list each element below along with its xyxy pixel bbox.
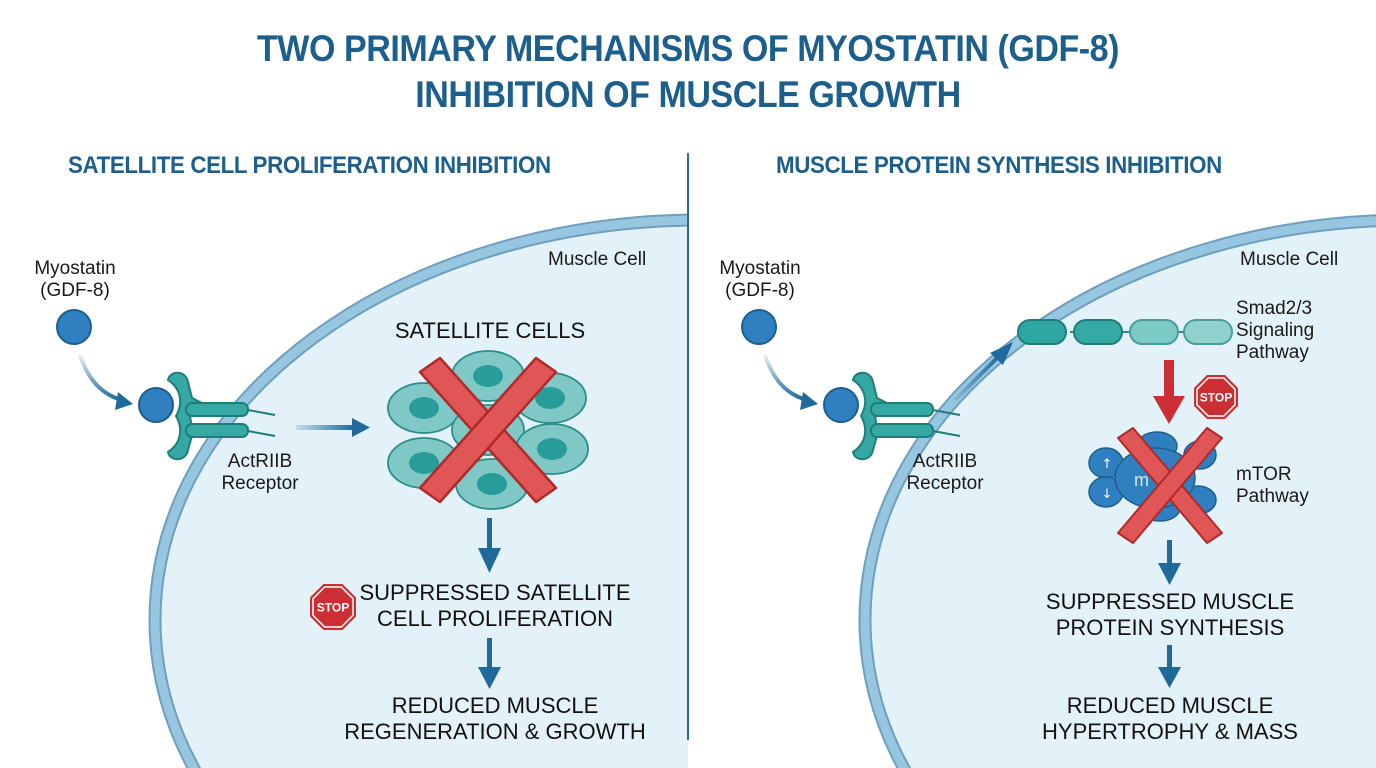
label-line: Pathway: [1236, 342, 1309, 363]
left-myostatin-ligand: [56, 309, 92, 345]
right-bound-ligand: [823, 387, 859, 423]
label-line: SUPPRESSED MUSCLE: [1045, 589, 1295, 614]
right-step-2-label: REDUCED MUSCLE HYPERTROPHY & MASS: [1020, 693, 1320, 745]
down-arrow-icon: ↓: [1102, 487, 1113, 502]
svg-text:STOP: STOP: [317, 601, 349, 615]
label-line: REDUCED MUSCLE: [391, 693, 599, 718]
label-line: ActRIIB: [227, 451, 293, 472]
left-signal-arrowhead: [352, 418, 370, 437]
label-line: HYPERTROPHY & MASS: [1042, 719, 1298, 744]
label-line: Myostatin: [34, 258, 116, 279]
right-step-1-label: SUPPRESSED MUSCLE PROTEIN SYNTHESIS: [1020, 589, 1320, 641]
label-line: ActRIIB: [912, 451, 978, 472]
right-stop-sign-icon: STOP: [1194, 375, 1238, 419]
right-receptor-label: ActRIIB Receptor: [890, 451, 1000, 495]
label-line: Receptor: [221, 473, 299, 494]
right-inhibition-x-icon: [1117, 427, 1223, 544]
label-line: Signaling: [1236, 320, 1315, 341]
right-myostatin-label: Myostatin (GDF-8): [705, 258, 815, 302]
left-flow-arrow-1: [478, 518, 501, 573]
label-line: Pathway: [1236, 486, 1309, 507]
label-line: mTOR: [1236, 464, 1292, 485]
up-arrow-icon: ↑: [1102, 457, 1113, 472]
label-line: Smad2/3: [1236, 298, 1313, 319]
left-actriib-receptor: [166, 371, 276, 461]
label-line: SUPPRESSED SATELLITE: [359, 580, 631, 605]
main-title-line-2: INHIBITION OF MUSCLE GROWTH: [415, 74, 961, 115]
label-line: REGENERATION & GROWTH: [344, 719, 646, 744]
main-title-line-1: TWO PRIMARY MECHANISMS OF MYOSTATIN (GDF…: [256, 28, 1120, 69]
svg-text:STOP: STOP: [1200, 391, 1232, 405]
right-flow-arrow-2: [1158, 645, 1181, 688]
right-signal-arrowhead: [990, 342, 1013, 365]
smad-signaling-chain: [1017, 319, 1233, 345]
left-myostatin-label: Myostatin (GDF-8): [20, 258, 130, 302]
left-binding-arrowhead: [115, 392, 133, 410]
right-binding-arrow: [763, 354, 808, 402]
right-muscle-cell-label: Muscle Cell: [1240, 249, 1339, 270]
label-line: Receptor: [906, 473, 984, 494]
left-step-1-label: SUPPRESSED SATELLITE CELL PROLIFERATION: [340, 580, 650, 632]
label-line: CELL PROLIFERATION: [377, 606, 613, 631]
smad-pathway-label: Smad2/3 Signaling Pathway: [1236, 298, 1314, 364]
right-myostatin-ligand: [741, 309, 777, 345]
left-muscle-cell-label: Muscle Cell: [548, 249, 647, 270]
left-panel-heading: SATELLITE CELL PROLIFERATION INHIBITION: [68, 152, 551, 179]
label-line: REDUCED MUSCLE: [1066, 693, 1274, 718]
right-panel-heading: MUSCLE PROTEIN SYNTHESIS INHIBITION: [776, 152, 1222, 179]
right-actriib-receptor: [851, 371, 961, 461]
left-step-2-label: REDUCED MUSCLE REGENERATION & GROWTH: [330, 693, 660, 745]
satellite-cells-label: SATELLITE CELLS: [394, 318, 586, 343]
label-line: PROTEIN SYNTHESIS: [1055, 615, 1285, 640]
left-binding-arrow: [78, 354, 123, 402]
mtor-pathway-label: mTOR Pathway: [1236, 464, 1309, 508]
left-receptor-label: ActRIIB Receptor: [205, 451, 315, 495]
left-bound-ligand: [138, 387, 174, 423]
left-muscle-cell: [148, 213, 688, 768]
main-title: TWO PRIMARY MECHANISMS OF MYOSTATIN (GDF…: [55, 26, 1321, 118]
left-signal-arrow: [296, 425, 354, 430]
left-flow-arrow-2: [478, 638, 501, 689]
right-signal-arrow: [953, 353, 1002, 402]
label-line: (GDF-8): [40, 280, 110, 301]
red-inhibition-arrow: [1153, 360, 1185, 424]
satellite-cell: [451, 350, 525, 402]
left-inhibition-x-icon: [418, 356, 558, 504]
right-flow-arrow-1: [1158, 540, 1181, 585]
label-line: (GDF-8): [725, 280, 795, 301]
label-line: Myostatin: [719, 258, 801, 279]
right-binding-arrowhead: [800, 392, 818, 410]
left-stop-sign-icon: STOP: [310, 584, 356, 630]
